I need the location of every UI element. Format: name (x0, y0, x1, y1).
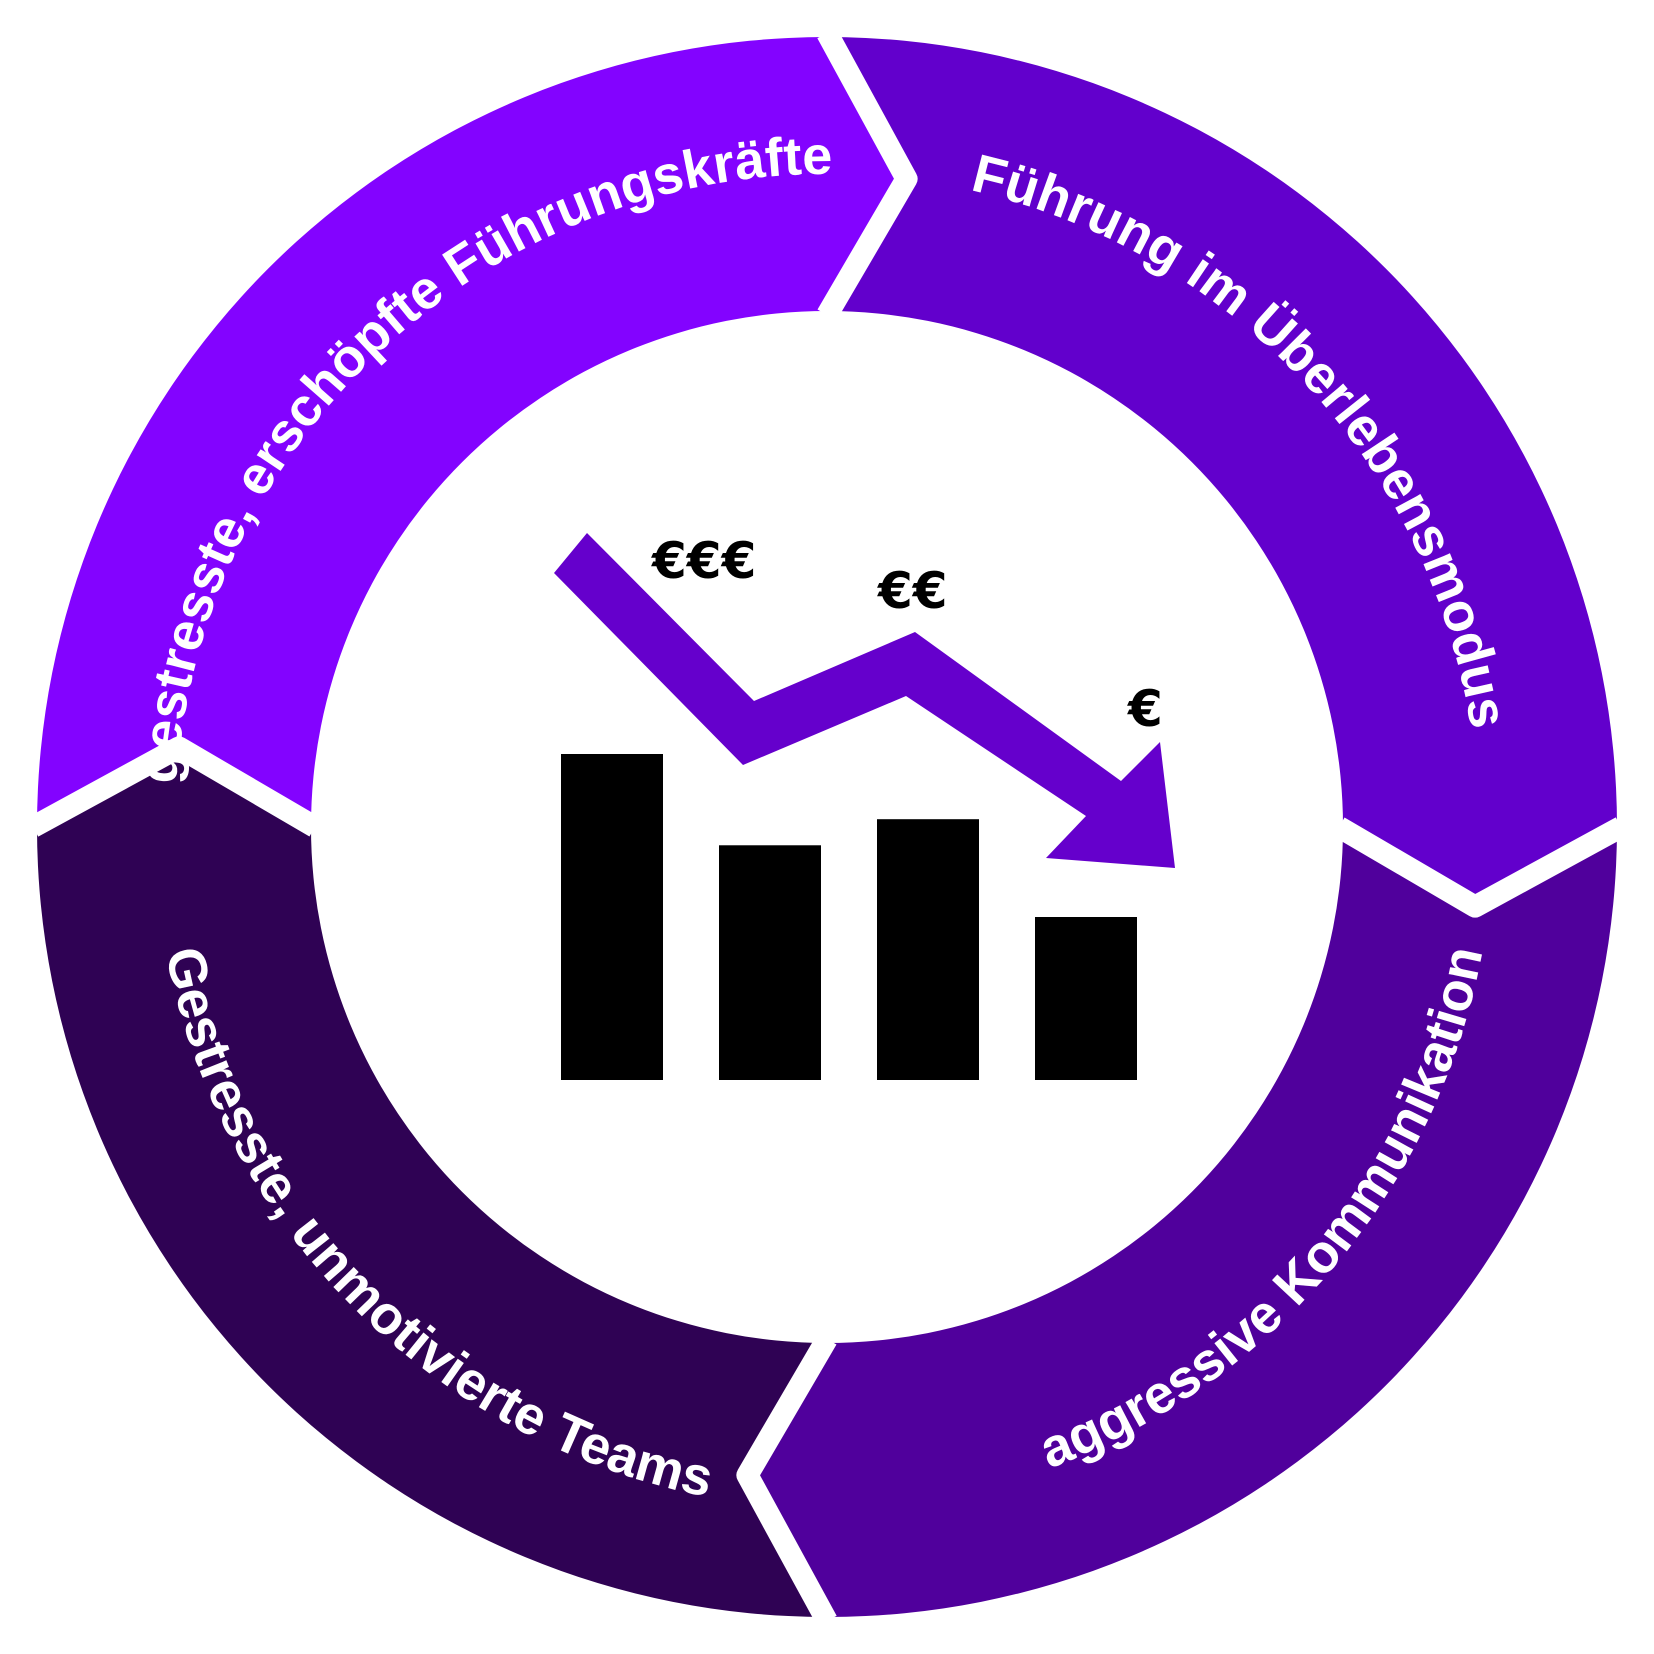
ring (27, 27, 1627, 1627)
bar (1035, 917, 1137, 1080)
segment-unmotivated-teams[interactable] (37, 747, 827, 1617)
chevron-separators (27, 27, 1627, 1627)
chevron-separator (1333, 817, 1627, 918)
bar (877, 819, 979, 1080)
euro-label-high: €€€ (651, 532, 756, 590)
chevron-separator (817, 27, 918, 321)
bar (719, 845, 821, 1080)
chevron-separator (736, 1333, 837, 1627)
downward-trend-arrow-icon (554, 533, 1175, 868)
segment-aggressive-communication[interactable] (747, 827, 1617, 1617)
segment-survival-mode-leadership[interactable] (827, 37, 1617, 907)
euro-label-mid: €€ (877, 562, 948, 620)
segment-stressed-leaders[interactable] (37, 37, 907, 827)
declining-revenue-chart-icon: €€€ €€ € (554, 532, 1175, 1080)
chevron-separator (27, 736, 321, 837)
euro-label-low: € (1127, 680, 1163, 738)
bar (561, 754, 663, 1080)
